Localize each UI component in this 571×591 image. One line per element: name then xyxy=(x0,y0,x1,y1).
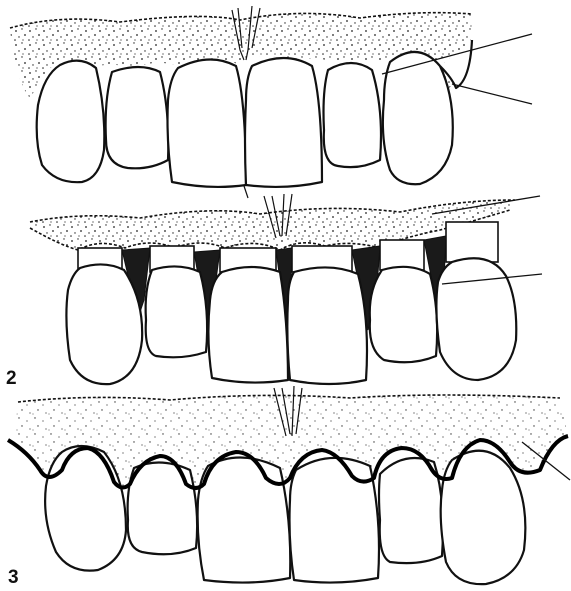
tooth xyxy=(436,258,516,380)
tooth xyxy=(208,267,288,383)
tooth xyxy=(37,61,105,183)
panel-number: 3 xyxy=(8,567,19,588)
leader-line xyxy=(452,84,532,104)
tooth xyxy=(128,462,198,554)
tooth xyxy=(383,52,453,184)
panel-1-healthy-gums xyxy=(10,6,532,198)
panel-2-receded-gums: 2 xyxy=(6,194,542,389)
tooth xyxy=(106,67,169,168)
tooth xyxy=(370,267,437,362)
tooth xyxy=(290,458,380,583)
panel-number: 2 xyxy=(6,368,17,389)
tooth xyxy=(66,264,142,384)
tooth xyxy=(287,267,367,384)
tooth xyxy=(168,59,247,186)
tooth xyxy=(146,266,208,357)
tooth xyxy=(198,457,291,582)
tooth xyxy=(245,58,322,187)
tooth-root xyxy=(380,240,424,270)
tooth xyxy=(324,63,382,167)
panel-3-restored-gums: 3 xyxy=(8,386,570,588)
tooth-root xyxy=(446,222,498,262)
